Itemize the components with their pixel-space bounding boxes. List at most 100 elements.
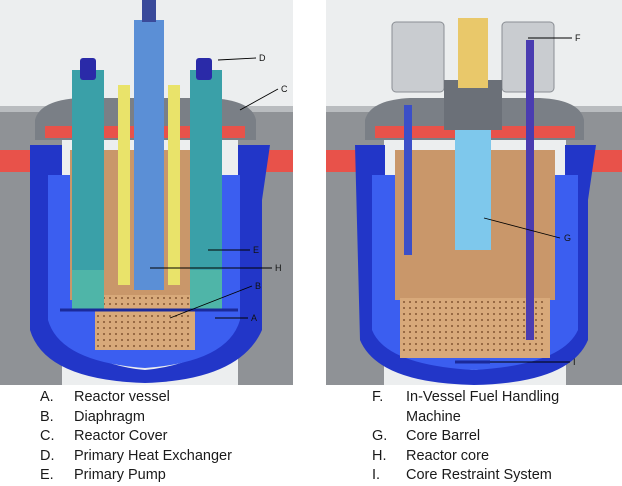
core-dot bbox=[421, 307, 423, 309]
core-dot bbox=[499, 313, 501, 315]
core-dot bbox=[181, 315, 183, 317]
core-dot bbox=[457, 307, 459, 309]
core-dot bbox=[427, 343, 429, 345]
right-reactor-diagram bbox=[326, 0, 622, 385]
core-dot bbox=[493, 301, 495, 303]
core-dot bbox=[133, 333, 135, 335]
core-dot bbox=[415, 343, 417, 345]
core-dot bbox=[481, 337, 483, 339]
core-dot bbox=[493, 307, 495, 309]
legend-item: Machine bbox=[372, 408, 559, 428]
core-dot bbox=[97, 315, 99, 317]
core-dot bbox=[511, 319, 513, 321]
core-dot bbox=[463, 349, 465, 351]
core-dot bbox=[499, 325, 501, 327]
core-dot bbox=[493, 319, 495, 321]
core-dot bbox=[145, 339, 147, 341]
core-dot bbox=[163, 345, 165, 347]
core-dot bbox=[145, 315, 147, 317]
core-dot bbox=[409, 337, 411, 339]
core-dot bbox=[523, 349, 525, 351]
core-dot bbox=[445, 349, 447, 351]
core-dot bbox=[505, 325, 507, 327]
core-dot bbox=[535, 319, 537, 321]
core-dot bbox=[481, 313, 483, 315]
core-dot bbox=[121, 345, 123, 347]
legend-key: I. bbox=[372, 467, 381, 483]
legend-item: F.In-Vessel Fuel Handling bbox=[372, 388, 559, 408]
core-dot bbox=[535, 301, 537, 303]
core-dot bbox=[541, 313, 543, 315]
core-dot bbox=[439, 337, 441, 339]
legend-item: C.Reactor Cover bbox=[40, 427, 232, 447]
left-central-tube bbox=[134, 20, 164, 290]
core-dot bbox=[409, 313, 411, 315]
core-dot bbox=[433, 349, 435, 351]
core-dot bbox=[181, 345, 183, 347]
core-dot bbox=[403, 313, 405, 315]
core-dot bbox=[511, 325, 513, 327]
core-dot bbox=[499, 349, 501, 351]
core-dot bbox=[187, 327, 189, 329]
core-dot bbox=[487, 307, 489, 309]
core-dot bbox=[481, 307, 483, 309]
callout-e: E bbox=[253, 245, 259, 255]
core-dot bbox=[439, 319, 441, 321]
core-dot bbox=[97, 327, 99, 329]
legend-label: In-Vessel Fuel Handling bbox=[406, 389, 560, 405]
core-dot bbox=[139, 327, 141, 329]
core-dot bbox=[505, 301, 507, 303]
core-dot bbox=[475, 325, 477, 327]
core-dot bbox=[409, 349, 411, 351]
core-dot bbox=[535, 349, 537, 351]
core-dot bbox=[457, 319, 459, 321]
core-dot bbox=[127, 327, 129, 329]
core-dot bbox=[103, 321, 105, 323]
left-pump-right bbox=[190, 270, 222, 310]
core-dot bbox=[439, 331, 441, 333]
core-dot bbox=[511, 343, 513, 345]
leader-c bbox=[239, 88, 279, 111]
core-dot bbox=[115, 303, 117, 305]
core-dot bbox=[451, 307, 453, 309]
legend-key: E. bbox=[40, 467, 54, 483]
core-dot bbox=[523, 343, 525, 345]
core-dot bbox=[481, 331, 483, 333]
core-dot bbox=[157, 297, 159, 299]
core-dot bbox=[445, 325, 447, 327]
callout-c: C bbox=[281, 84, 288, 94]
left-top-spindle bbox=[142, 0, 156, 22]
left-column-a bbox=[118, 85, 130, 285]
core-dot bbox=[541, 349, 543, 351]
core-dot bbox=[103, 339, 105, 341]
core-dot bbox=[163, 327, 165, 329]
core-dot bbox=[127, 321, 129, 323]
core-dot bbox=[499, 331, 501, 333]
core-dot bbox=[469, 301, 471, 303]
core-dot bbox=[517, 325, 519, 327]
core-dot bbox=[421, 325, 423, 327]
core-dot bbox=[121, 333, 123, 335]
legend-key: A. bbox=[40, 389, 54, 405]
core-dot bbox=[151, 303, 153, 305]
core-dot bbox=[475, 337, 477, 339]
core-dot bbox=[511, 337, 513, 339]
core-dot bbox=[151, 315, 153, 317]
core-dot bbox=[133, 303, 135, 305]
core-dot bbox=[463, 319, 465, 321]
core-dot bbox=[403, 325, 405, 327]
core-dot bbox=[421, 313, 423, 315]
legend-item: G.Core Barrel bbox=[372, 427, 559, 447]
core-dot bbox=[139, 303, 141, 305]
legend-key: H. bbox=[372, 447, 387, 464]
core-dot bbox=[133, 345, 135, 347]
core-dot bbox=[487, 301, 489, 303]
left-phx-cap-left bbox=[80, 58, 96, 80]
legend-label: Reactor vessel bbox=[74, 389, 170, 405]
core-dot bbox=[127, 297, 129, 299]
core-dot bbox=[475, 319, 477, 321]
right-core-dots bbox=[403, 301, 543, 351]
core-dot bbox=[421, 319, 423, 321]
core-dot bbox=[505, 337, 507, 339]
core-dot bbox=[127, 333, 129, 335]
